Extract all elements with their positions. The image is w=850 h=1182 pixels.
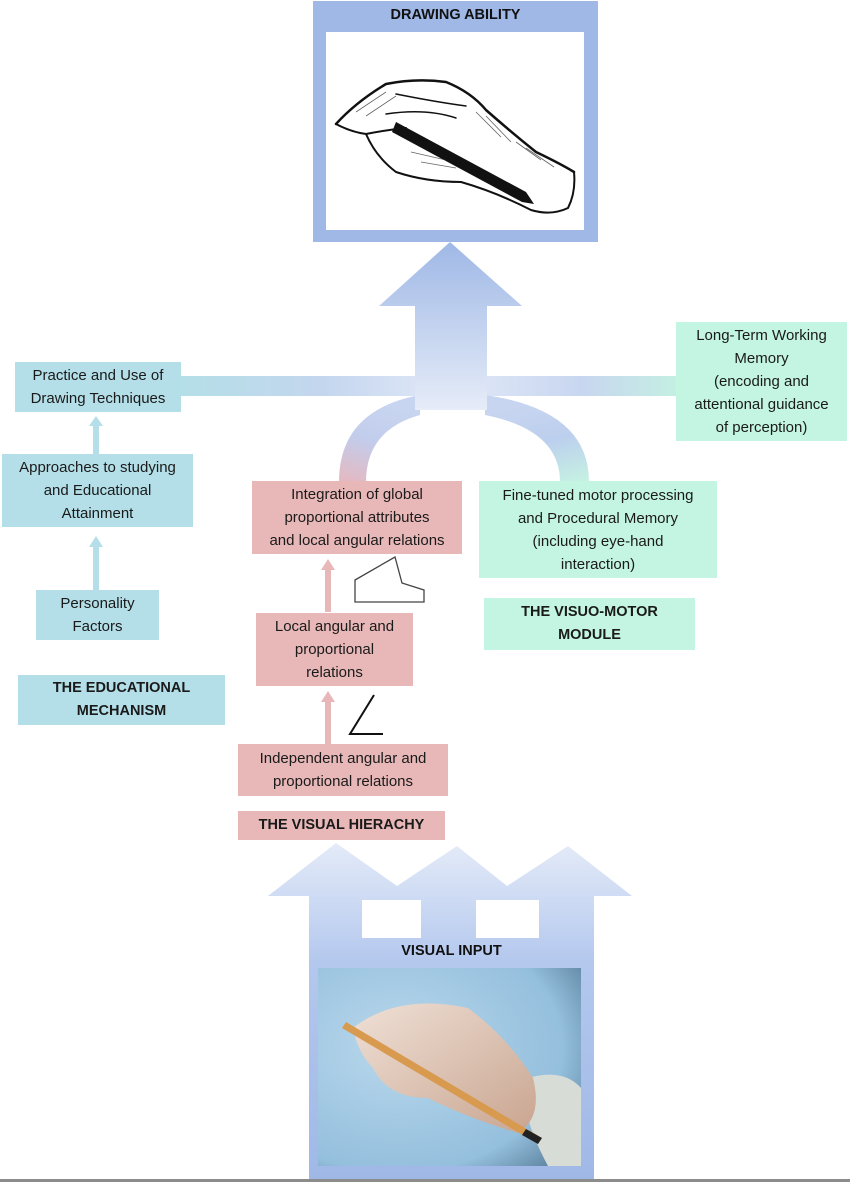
long-term-working-memory-node: Long-Term Working Memory (encoding and a… bbox=[676, 322, 847, 441]
left-arch-connector bbox=[339, 395, 420, 482]
input-arrow-notch-left bbox=[362, 900, 421, 938]
personality-factors-node: Personality Factors bbox=[36, 590, 159, 640]
drawing-ability-title: DRAWING ABILITY bbox=[390, 7, 521, 23]
input-arrow-notch-right bbox=[476, 900, 539, 938]
integration-global-local-node: Integration of global proportional attri… bbox=[252, 481, 462, 554]
angle-icon bbox=[348, 694, 383, 735]
visuo-motor-module-label: THE VISUO-MOTOR MODULE bbox=[484, 598, 695, 650]
visual-input-frame: VISUAL INPUT bbox=[309, 935, 594, 1182]
bottom-divider bbox=[0, 1179, 850, 1182]
right-arch-connector bbox=[485, 395, 589, 482]
hierarchy-arrows bbox=[321, 559, 335, 744]
right-connector-bar bbox=[485, 376, 680, 396]
visual-input-title: VISUAL INPUT bbox=[401, 943, 502, 959]
left-connector-bar bbox=[180, 376, 420, 396]
educational-arrows bbox=[89, 416, 103, 590]
local-angular-relations-node: Local angular and proportional relations bbox=[256, 613, 413, 686]
drawing-ability-frame: DRAWING ABILITY bbox=[313, 1, 598, 242]
visual-hierarchy-label: THE VISUAL HIERACHY bbox=[238, 811, 445, 840]
approaches-to-studying-node: Approaches to studying and Educational A… bbox=[2, 454, 193, 527]
main-up-arrow bbox=[379, 242, 522, 410]
fine-tuned-motor-processing-node: Fine-tuned motor processing and Procedur… bbox=[479, 481, 717, 578]
educational-mechanism-label: THE EDUCATIONAL MECHANISM bbox=[18, 675, 225, 725]
polygon-shape-icon bbox=[354, 556, 425, 603]
practice-drawing-techniques-node: Practice and Use of Drawing Techniques bbox=[15, 362, 181, 412]
visual-input-photo bbox=[318, 968, 581, 1166]
drawing-sketch-image bbox=[326, 32, 584, 230]
independent-angular-relations-node: Independent angular and proportional rel… bbox=[238, 744, 448, 796]
